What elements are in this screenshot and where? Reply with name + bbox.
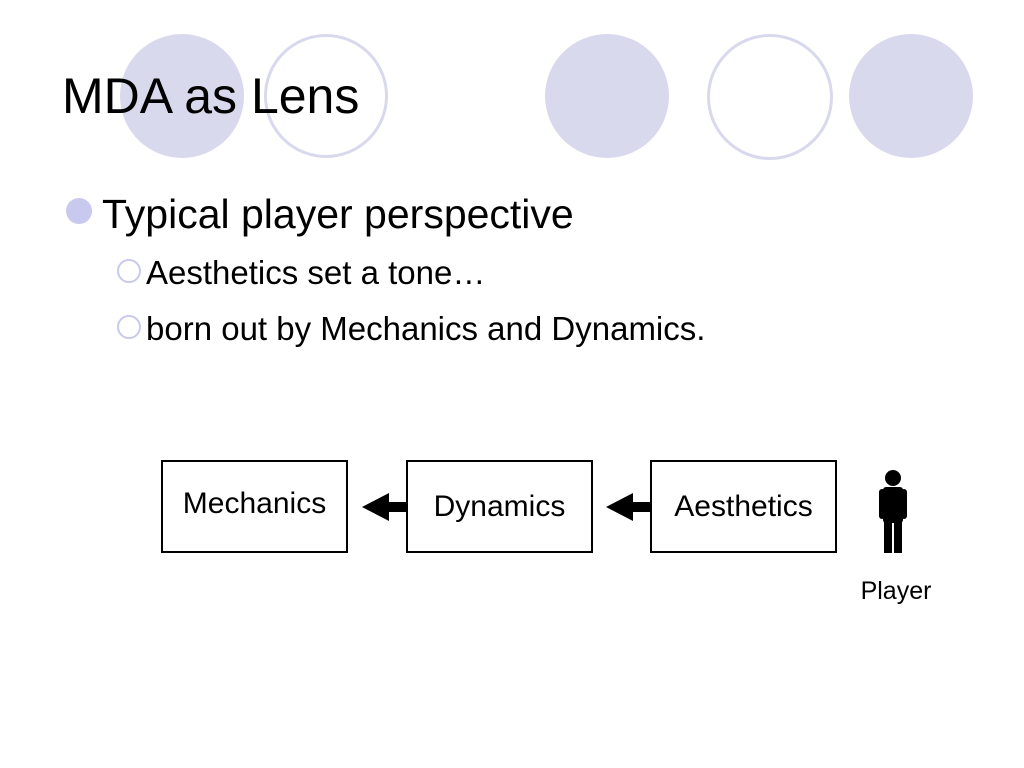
decor-circle-3: [545, 34, 669, 158]
decor-circle-1: [120, 34, 244, 158]
dynamics-label: Dynamics: [433, 489, 566, 523]
decor-circle-2: [264, 34, 388, 158]
subbullet-text: Aesthetics set a tone…: [146, 254, 486, 291]
subbullet-2: born out by Mechanics and Dynamics.: [117, 309, 705, 349]
arrow-dynamics-to-mechanics: [362, 493, 407, 521]
subbullet-text: born out by Mechanics and Dynamics.: [146, 310, 706, 347]
bullet-level1: Typical player perspective: [66, 189, 574, 239]
aesthetics-label: Aesthetics: [674, 489, 813, 523]
hollow-bullet-icon: [117, 315, 141, 339]
person-icon: [879, 470, 907, 553]
arrow-aesthetics-to-dynamics: [606, 493, 651, 521]
decor-circle-5: [849, 34, 973, 158]
decor-circle-4: [707, 34, 833, 160]
mechanics-label: Mechanics: [182, 486, 327, 520]
subbullet-1: Aesthetics set a tone…: [117, 253, 485, 293]
bullet-text: Typical player perspective: [102, 190, 574, 237]
filled-bullet-icon: [66, 198, 92, 224]
slide-title: MDA as Lens: [62, 68, 360, 124]
mechanics-box: Mechanics: [161, 460, 348, 553]
player-label: Player: [860, 577, 932, 605]
dynamics-box: Dynamics: [406, 460, 593, 553]
hollow-bullet-icon: [117, 259, 141, 283]
aesthetics-box: Aesthetics: [650, 460, 837, 553]
